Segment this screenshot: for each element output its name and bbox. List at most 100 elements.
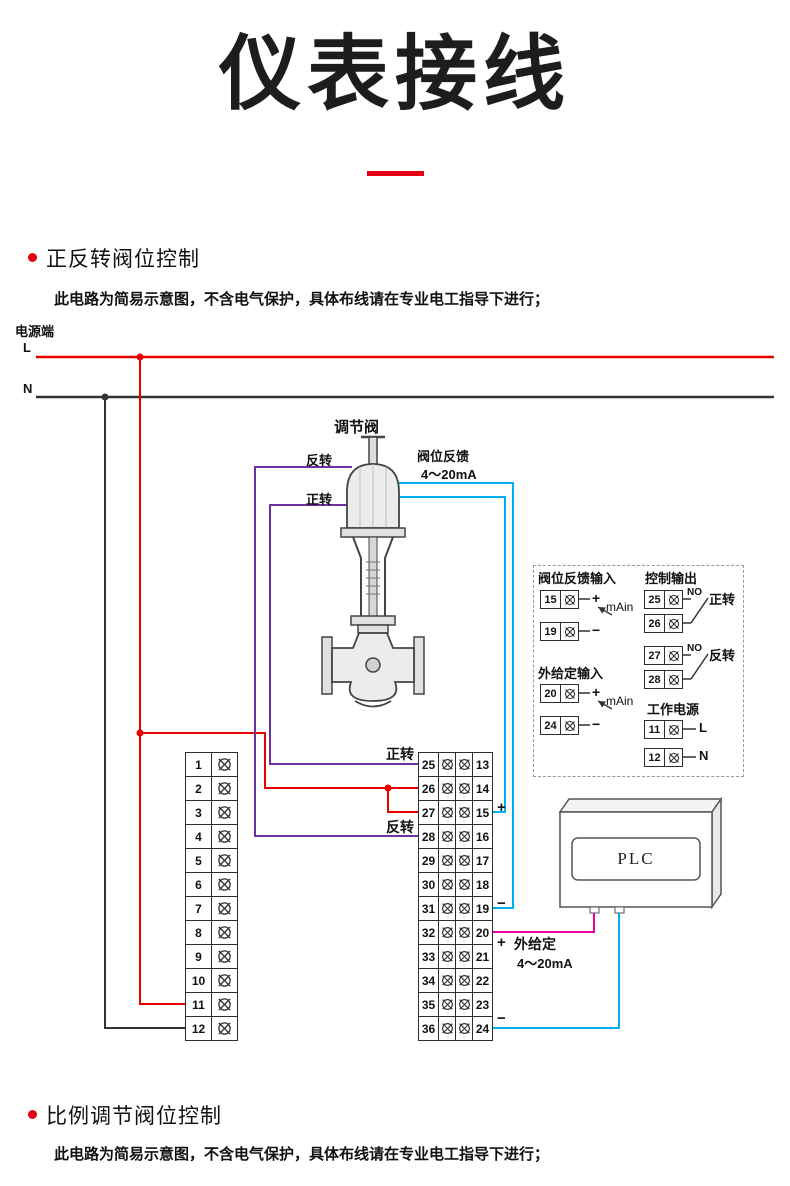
terminal-number: 31 — [418, 896, 439, 921]
terminal-number: 15 — [540, 590, 561, 609]
terminal-number: 16 — [472, 824, 493, 849]
terminal-number: 12 — [644, 748, 665, 767]
terminal-number: 27 — [418, 800, 439, 825]
panel-forward-label: 正转 — [709, 592, 736, 607]
screw-terminal-icon — [664, 590, 683, 609]
terminal-number: 5 — [185, 848, 212, 873]
screw-terminal-icon — [438, 776, 456, 801]
current-arrow-icon — [597, 606, 613, 616]
terminal-number: 28 — [418, 824, 439, 849]
feedback-minus-wire — [397, 482, 514, 909]
feedback-minus-label: − — [497, 895, 506, 912]
screw-terminal-icon — [438, 872, 456, 897]
screw-terminal-icon — [664, 614, 683, 633]
panel-terminal-28: 28 — [644, 670, 683, 689]
valve-name-label: 调节阀 — [334, 419, 380, 436]
screw-terminal-icon — [664, 748, 683, 767]
screw-terminal-icon — [211, 992, 238, 1017]
section1-heading: 正反转阀位控制 — [46, 248, 200, 271]
screw-terminal-icon — [211, 848, 238, 873]
terminal-number: 11 — [185, 992, 212, 1017]
plc-box-drawing — [558, 796, 723, 914]
reverse-wire — [254, 466, 419, 837]
screw-terminal-icon — [560, 684, 579, 703]
panel-no-label: NO — [687, 643, 702, 654]
terminal-number: 22 — [472, 968, 493, 993]
screw-terminal-icon — [211, 776, 238, 801]
screw-terminal-icon — [664, 646, 683, 665]
relay-switch-reverse — [690, 653, 709, 680]
panel-setpoint-plus: + — [592, 684, 601, 700]
terminal-number: 29 — [418, 848, 439, 873]
panel-setpoint-title: 外给定输入 — [538, 666, 604, 681]
terminal-number: 32 — [418, 920, 439, 945]
terminal-number: 11 — [644, 720, 665, 739]
panel-terminal-26: 26 — [644, 614, 683, 633]
terminal-number: 4 — [185, 824, 212, 849]
strip-forward-label: 正转 — [386, 746, 414, 762]
terminal-number: 24 — [540, 716, 561, 735]
panel-terminal-20: 20 — [540, 684, 579, 703]
live-junction-dots — [136, 353, 392, 792]
screw-terminal-icon — [211, 872, 238, 897]
forward-wire — [269, 504, 419, 765]
panel-terminal-19: 19 — [540, 622, 579, 641]
panel-feedback-plus: + — [592, 590, 601, 606]
terminal-number: 1 — [185, 752, 212, 777]
panel-no-label: NO — [687, 587, 702, 598]
terminal-number: 10 — [185, 968, 212, 993]
terminal-number: 24 — [472, 1016, 493, 1041]
screw-terminal-icon — [560, 716, 579, 735]
panel-setpoint-ma: mAin — [606, 694, 634, 708]
screw-terminal-icon — [438, 824, 456, 849]
screw-terminal-icon — [438, 848, 456, 873]
terminal-number: 3 — [185, 800, 212, 825]
terminal-strip-right-screws — [455, 752, 473, 1041]
page-title: 仪表接线 — [218, 29, 571, 120]
panel-reverse-label: 反转 — [709, 648, 736, 663]
terminal-number: 20 — [472, 920, 493, 945]
screw-terminal-icon — [664, 720, 683, 739]
screw-terminal-icon — [455, 872, 473, 897]
screw-terminal-icon — [211, 920, 238, 945]
screw-terminal-icon — [455, 848, 473, 873]
terminal-definition-panel — [533, 565, 744, 777]
screw-terminal-icon — [455, 992, 473, 1017]
screw-terminal-icon — [455, 752, 473, 777]
terminal-number: 25 — [418, 752, 439, 777]
screw-terminal-icon — [211, 968, 238, 993]
terminal-strip-mid-screws — [438, 752, 456, 1041]
panel-terminal-27: 27 — [644, 646, 683, 665]
screw-terminal-icon — [455, 968, 473, 993]
screw-terminal-icon — [560, 590, 579, 609]
feedback-label: 阀位反馈 — [417, 449, 470, 464]
screw-terminal-icon — [438, 944, 456, 969]
panel-supply-live: L — [699, 720, 707, 735]
screw-terminal-icon — [211, 824, 238, 849]
screw-terminal-icon — [211, 800, 238, 825]
terminal-number: 30 — [418, 872, 439, 897]
neutral-wire — [104, 397, 186, 1029]
screw-terminal-icon — [560, 622, 579, 641]
panel-supply-neutral: N — [699, 748, 709, 763]
panel-terminal-11: 11 — [644, 720, 683, 739]
terminal-number: 17 — [472, 848, 493, 873]
screw-terminal-icon — [211, 944, 238, 969]
terminal-number: 18 — [472, 872, 493, 897]
live-wires — [139, 357, 419, 1005]
terminal-number: 21 — [472, 944, 493, 969]
screw-terminal-icon — [438, 800, 456, 825]
power-terminal-label: 电源端 — [15, 324, 55, 339]
terminal-number: 35 — [418, 992, 439, 1017]
screw-terminal-icon — [438, 920, 456, 945]
screw-terminal-icon — [455, 944, 473, 969]
terminal-number: 26 — [644, 614, 665, 633]
panel-setpoint-minus: − — [592, 716, 601, 732]
setpoint-label: 外给定 — [514, 936, 556, 952]
strip-reverse-label: 反转 — [386, 819, 414, 835]
valve-forward-label: 正转 — [306, 492, 333, 507]
terminal-number: 2 — [185, 776, 212, 801]
